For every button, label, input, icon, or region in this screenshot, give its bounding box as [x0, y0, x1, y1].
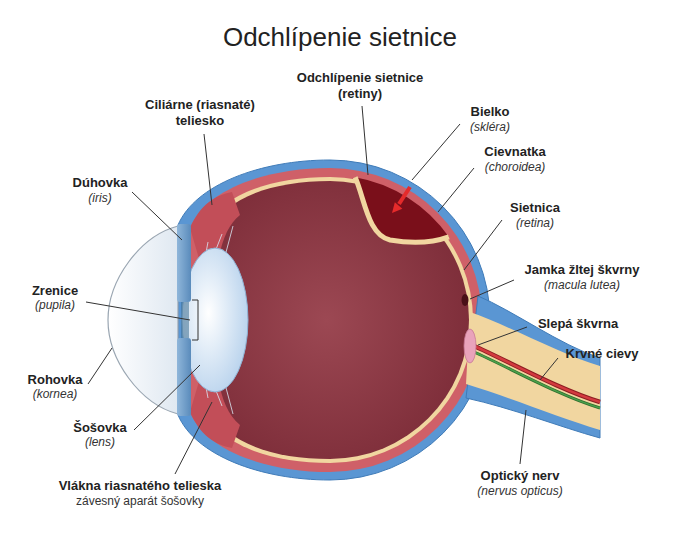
part-label: Šošovka: [73, 420, 126, 436]
latin-name: (lens): [85, 435, 115, 449]
part-label: Cievnatka: [484, 144, 545, 160]
part-label: Bielko: [470, 104, 509, 120]
title: Odchlípenie sietnice: [223, 22, 457, 53]
sclera: [178, 160, 490, 480]
part-label: Dúhovka: [73, 175, 128, 191]
part-label: Odchlípenie sietnice (retiny): [285, 70, 435, 101]
cornea: [108, 226, 178, 414]
part-label: Sietnica: [510, 200, 560, 216]
macula: [462, 294, 469, 306]
part-label: Slepá škvrna: [538, 316, 618, 332]
latin-name: (nervus opticus): [477, 484, 562, 498]
latin-name: (choroidea): [485, 160, 546, 174]
part-label: Ciliárne (riasnaté) teliesko: [130, 97, 270, 128]
latin-name: (iris): [88, 191, 111, 205]
latin-name: (kornea): [33, 387, 78, 401]
detached-retina: [355, 177, 449, 242]
iris: [177, 224, 191, 302]
lens: [182, 248, 248, 392]
iris: [177, 338, 191, 416]
part-label: Zrenice: [32, 283, 78, 299]
detachment-arrow: [392, 202, 402, 213]
latin-name: (macula lutea): [544, 278, 620, 292]
latin-name: (retina): [516, 216, 554, 230]
part-label: Vlákna riasnatého telieska: [59, 478, 222, 494]
detachment-gap: [355, 177, 449, 242]
leader-lines: [86, 106, 558, 474]
latin-name: (skléra): [470, 120, 510, 134]
pupil-bracket: [192, 300, 198, 340]
note-label: závesný aparát šošovky: [76, 494, 204, 508]
latin-name: (pupila): [35, 298, 75, 312]
detachment-arrow: [399, 187, 410, 204]
part-label: Krvné cievy: [566, 346, 639, 362]
part-label: Optický nerv: [481, 468, 560, 484]
optic-disc: [464, 329, 476, 363]
part-label: Jamka žltej škvrny: [525, 262, 640, 278]
part-label: Rohovka: [28, 372, 83, 388]
